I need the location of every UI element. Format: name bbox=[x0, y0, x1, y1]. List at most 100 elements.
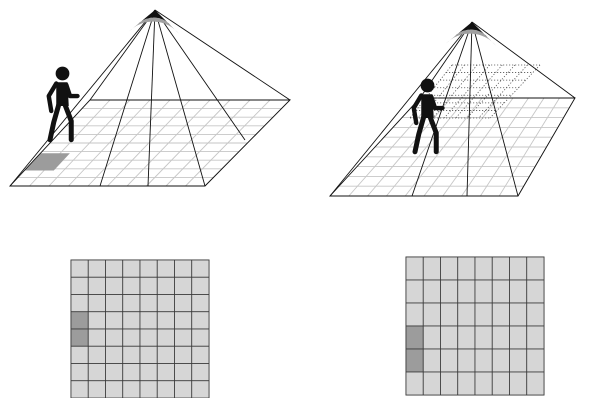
grid-cell bbox=[70, 294, 89, 313]
grid-cell bbox=[405, 256, 424, 281]
grid-cell bbox=[87, 276, 106, 295]
grid-cell bbox=[105, 328, 124, 347]
sensor-body bbox=[455, 22, 488, 38]
grid-cell bbox=[156, 276, 175, 295]
grid-cell bbox=[474, 256, 493, 281]
grid-cell bbox=[440, 371, 459, 396]
grid-cell bbox=[174, 363, 193, 382]
grid-cell bbox=[70, 345, 89, 364]
grid-cell bbox=[474, 371, 493, 396]
walking-person-icon bbox=[46, 66, 80, 143]
field-of-view-edge bbox=[154, 9, 206, 187]
grid-cell bbox=[440, 325, 459, 350]
grid-cell bbox=[70, 259, 89, 278]
grid-cell bbox=[122, 311, 141, 330]
grid-cell bbox=[191, 276, 210, 295]
scene-person-elevated bbox=[328, 21, 576, 197]
grid-cell bbox=[174, 294, 193, 313]
grid-cell bbox=[491, 279, 510, 304]
field-of-view-edge bbox=[154, 9, 246, 141]
grid-cell bbox=[139, 328, 158, 347]
grid-cell bbox=[156, 311, 175, 330]
plane-grid-line bbox=[409, 64, 453, 119]
occupied-cell bbox=[405, 325, 424, 350]
grid-cell bbox=[122, 276, 141, 295]
grid-cell bbox=[139, 259, 158, 278]
grid-cell bbox=[422, 302, 441, 327]
grid-cell bbox=[491, 371, 510, 396]
person-front-leg bbox=[62, 102, 74, 143]
grid-cell bbox=[526, 256, 545, 281]
grid-cell bbox=[122, 380, 141, 398]
grid-cell bbox=[105, 345, 124, 364]
grid-cell bbox=[139, 294, 158, 313]
grid-cell bbox=[405, 371, 424, 396]
detection-zone-ring bbox=[445, 29, 497, 46]
grid-cell bbox=[105, 380, 124, 398]
grid-cell bbox=[474, 325, 493, 350]
person-back-arm bbox=[411, 93, 424, 126]
grid-cell bbox=[87, 380, 106, 398]
grid-cell bbox=[526, 279, 545, 304]
person-front-arm bbox=[429, 94, 445, 111]
grid-cell bbox=[491, 302, 510, 327]
grid-cell bbox=[191, 259, 210, 278]
field-of-view-edge bbox=[147, 9, 156, 187]
grid-cell bbox=[474, 279, 493, 304]
person-back-leg bbox=[412, 114, 427, 155]
grid-cell bbox=[457, 348, 476, 373]
grid-cell bbox=[139, 345, 158, 364]
grid-cell bbox=[457, 371, 476, 396]
grid-cell bbox=[174, 328, 193, 347]
plane-grid-line bbox=[421, 64, 465, 119]
person-head bbox=[420, 78, 435, 93]
grid-cell bbox=[526, 348, 545, 373]
grid-cell bbox=[139, 311, 158, 330]
plane-grid-line bbox=[443, 64, 491, 119]
grid-cell bbox=[191, 294, 210, 313]
floor-grid-line bbox=[146, 99, 231, 187]
grid-cell bbox=[440, 279, 459, 304]
ceiling-sensor-icon bbox=[128, 10, 180, 34]
grid-cell bbox=[156, 363, 175, 382]
grid-cell bbox=[87, 294, 106, 313]
floor-grid-line bbox=[442, 97, 514, 197]
grid-cell bbox=[105, 363, 124, 382]
grid-cell bbox=[491, 348, 510, 373]
grid-cell bbox=[405, 302, 424, 327]
field-of-view-edge bbox=[99, 9, 156, 187]
field-of-view-edge bbox=[9, 9, 156, 187]
floor-grid bbox=[329, 97, 576, 197]
grid-cell bbox=[122, 259, 141, 278]
grid-cell bbox=[174, 311, 193, 330]
grid-cell bbox=[405, 279, 424, 304]
grid-cell bbox=[440, 348, 459, 373]
grid-cell bbox=[440, 256, 459, 281]
field-of-view-edge bbox=[329, 21, 473, 197]
grid-cell bbox=[70, 276, 89, 295]
grid-cell bbox=[422, 371, 441, 396]
grid-cell bbox=[509, 348, 528, 373]
grid-cell bbox=[156, 328, 175, 347]
ceiling-sensor-icon bbox=[445, 22, 497, 46]
grid-cell bbox=[87, 345, 106, 364]
field-of-view-edge bbox=[471, 21, 519, 197]
floor-grid-line bbox=[461, 97, 529, 197]
grid-cell bbox=[526, 325, 545, 350]
occupied-cell bbox=[70, 328, 89, 347]
grid-cell bbox=[457, 302, 476, 327]
grid-cell bbox=[457, 325, 476, 350]
grid-cell bbox=[87, 363, 106, 382]
grid-cell bbox=[491, 256, 510, 281]
sensor-body bbox=[138, 10, 171, 26]
grid-cell bbox=[474, 302, 493, 327]
grid-cell bbox=[87, 259, 106, 278]
field-of-view-edge bbox=[154, 9, 291, 101]
grid-cell bbox=[526, 302, 545, 327]
grid-cell bbox=[526, 371, 545, 396]
plane-grid-line bbox=[478, 64, 528, 119]
grid-cell bbox=[105, 294, 124, 313]
grid-cell bbox=[174, 276, 193, 295]
scene-person-on-floor bbox=[8, 9, 292, 187]
